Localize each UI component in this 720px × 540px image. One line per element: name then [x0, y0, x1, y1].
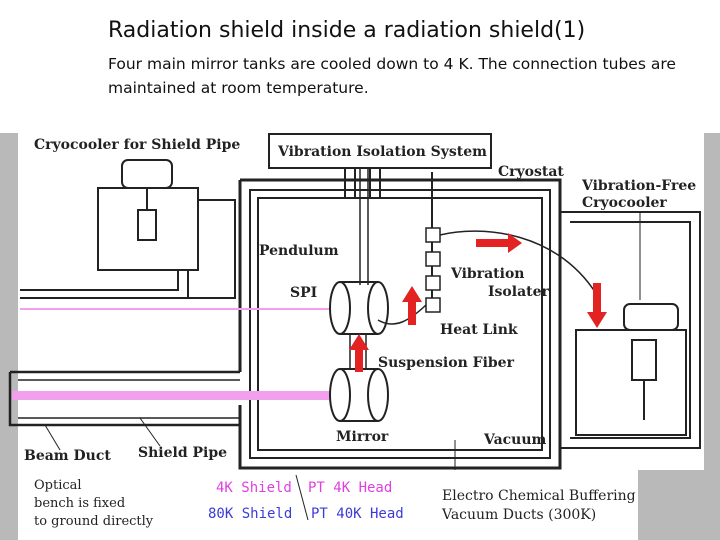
label-cryocooler-shield-pipe: Cryocooler for Shield Pipe	[34, 137, 241, 153]
label-heat-link: Heat Link	[440, 322, 518, 338]
label-beam-duct: Beam Duct	[24, 448, 111, 464]
label-spi: SPI	[290, 285, 318, 301]
label-vibration-isolater-2: Isolater	[488, 284, 549, 300]
label-suspension-fiber: Suspension Fiber	[378, 355, 514, 371]
arrow-up-fiber	[349, 334, 369, 372]
arrow-right	[476, 233, 522, 253]
cryostat-outer-wall	[238, 178, 562, 470]
label-vacuum: Vacuum	[484, 432, 547, 448]
vibration-isolation-box	[268, 133, 492, 169]
beam-line-thick	[12, 391, 334, 400]
slide-subtitle: Four main mirror tanks are cooled down t…	[108, 55, 676, 97]
label-pendulum: Pendulum	[259, 243, 339, 259]
red-arrows	[349, 233, 607, 372]
legend-80k-shield: 80K Shield	[208, 506, 293, 522]
right-cryocooler-duct	[560, 211, 701, 449]
label-vibration-free-2: Cryocooler	[582, 195, 667, 211]
label-optical-bench-3: to ground directly	[34, 514, 154, 529]
arrow-down	[587, 283, 607, 328]
label-mirror: Mirror	[336, 429, 389, 445]
label-shield-pipe: Shield Pipe	[138, 445, 228, 461]
label-vibration-free-1: Vibration-Free	[582, 178, 697, 194]
label-optical-bench-2: bench is fixed	[34, 496, 126, 511]
label-vibration-isolation-system: Vibration Isolation System	[278, 144, 487, 160]
arrow-up-heatlink	[402, 286, 422, 325]
label-electro-chemical-2: Vacuum Ducts (300K)	[442, 507, 597, 523]
lower-panel	[18, 470, 638, 540]
label-vibration-isolater-1: Vibration	[451, 266, 525, 282]
legend-4k-shield: 4K Shield	[216, 480, 292, 496]
spi-ring-1	[329, 281, 351, 335]
legend-pt-40k-head: PT 40K Head	[311, 506, 404, 522]
label-electro-chemical-1: Electro Chemical Buffering	[442, 488, 636, 504]
label-cryostat: Cryostat	[498, 164, 564, 180]
mirror-ring-1	[329, 368, 351, 422]
slide-title: Radiation shield inside a radiation shie…	[108, 18, 586, 43]
cryostat-inner-wall-1	[249, 189, 551, 459]
label-optical-bench-1: Optical	[34, 478, 82, 493]
legend-pt-4k-head: PT 4K Head	[308, 480, 393, 496]
cryostat-inner-wall-2	[257, 197, 543, 451]
